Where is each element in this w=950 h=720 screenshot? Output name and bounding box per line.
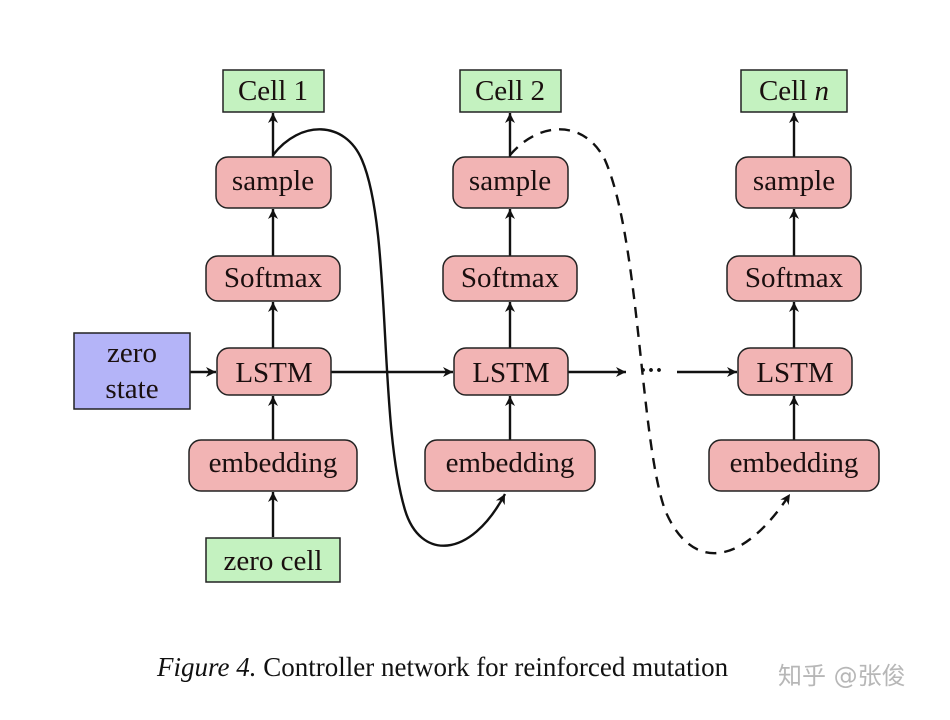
figure-caption-text: Controller network for reinforced mutati… [256,652,729,682]
softmax-1-label: Softmax [224,262,323,294]
zero-state-label-line2: state [105,373,158,405]
sample-2-label: sample [469,165,551,197]
softmax-n-box [726,255,862,302]
figure-caption: Figure 4. Controller network for reinfor… [157,652,728,683]
zero-cell-node: zero cell [205,537,341,583]
feedback-curve-sample-2-to-embedding-n-dashed [509,128,792,555]
sample-1-box [215,156,332,209]
cell-1-label: Cell 1 [238,75,308,107]
watermark: 知乎 @张俊 [778,662,906,690]
figure-caption-label: Figure 4. [157,652,257,682]
sample-2-box [452,156,569,209]
zero-cell-label: zero cell [223,545,322,577]
embedding-1-box [188,439,358,492]
embedding-1-label: embedding [209,447,338,479]
connectors [190,113,799,555]
cell-1-box [222,69,325,113]
embedding-n-label: embedding [730,447,859,479]
sample-n-box [735,156,852,209]
embedding-2-label: embedding [446,447,575,479]
zero-state-label-line1: zero [107,337,157,369]
softmax-2-label: Softmax [461,262,560,294]
sample-n-label: sample [753,165,835,197]
column-2: Cell 2 sample Softmax LSTM embedding [424,69,596,492]
lstm-2-label: LSTM [472,357,549,389]
column-1: Cell 1 sample Softmax LSTM embedding [188,69,358,492]
cell-2-box [459,69,562,113]
ellipsis: ··· [639,358,663,384]
softmax-n-label: Softmax [745,262,844,294]
feedback-curve-sample-1-to-embedding-2 [272,128,507,547]
cell-n-box [740,69,848,113]
column-n: Cell n sample Softmax LSTM embedding [708,69,880,492]
softmax-1-box [205,255,341,302]
lstm-n-label: LSTM [756,357,833,389]
embedding-n-box [708,439,880,492]
sample-1-label: sample [232,165,314,197]
softmax-2-box [442,255,578,302]
embedding-2-box [424,439,596,492]
lstm-1-box [216,347,332,396]
cell-2-label: Cell 2 [475,75,545,107]
lstm-1-label: LSTM [235,357,312,389]
lstm-2-box [453,347,569,396]
lstm-n-box [737,347,853,396]
cell-n-label: Cell n [759,75,829,107]
zero-state-node: zero state [73,332,191,410]
